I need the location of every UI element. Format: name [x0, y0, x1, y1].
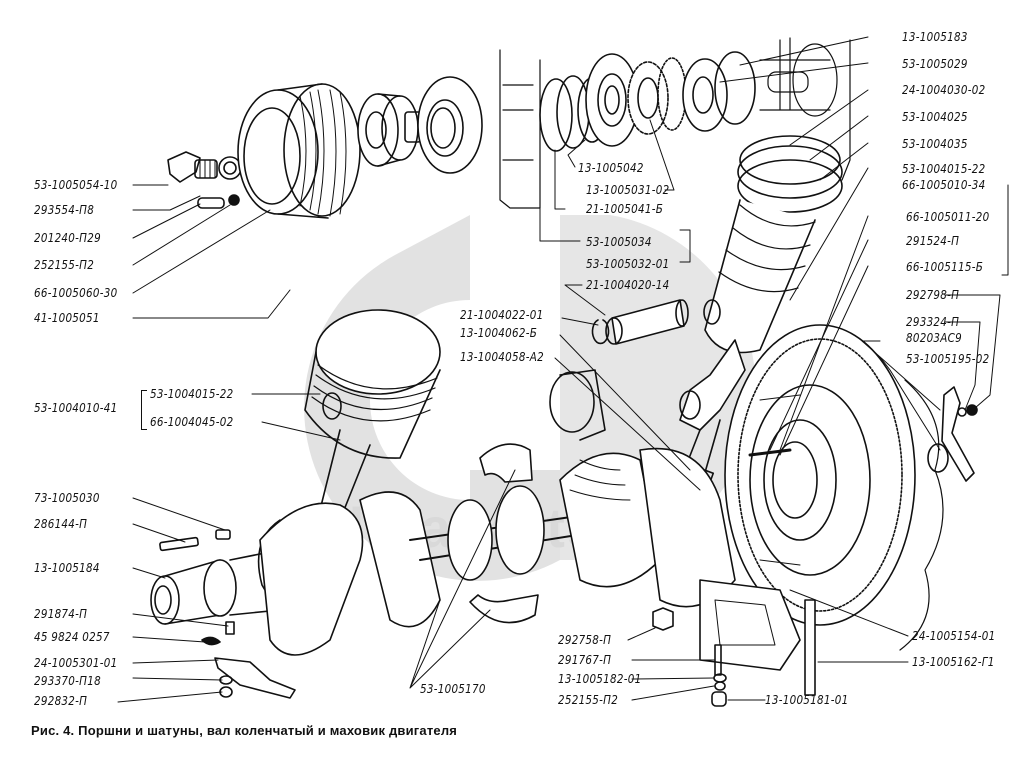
- part-label: 53-1005170: [420, 681, 486, 696]
- part-label: 13-1005184: [34, 560, 100, 575]
- part-label: 66-1005011-20: [906, 209, 990, 224]
- clutch-fork: [927, 386, 978, 482]
- part-label: 45 9824 0257: [34, 629, 110, 644]
- piston-pin: [605, 299, 689, 345]
- piston-left: [304, 309, 441, 459]
- part-label: 13-1004062-Б: [460, 325, 538, 340]
- front-keys: [159, 529, 231, 552]
- front-lock-parts: [201, 621, 296, 699]
- crankshaft: [150, 447, 736, 656]
- oil-pump-gear: [627, 57, 687, 135]
- part-label: 53-1005032-01: [586, 256, 670, 271]
- part-label: 53-1005054-10: [34, 177, 118, 192]
- leader-lines: [117, 36, 1009, 703]
- part-label: 13-1005183: [902, 29, 968, 44]
- part-label: 53-1005034: [586, 234, 652, 249]
- rear-cap-hardware: [652, 607, 727, 707]
- part-label: 292758-П: [558, 632, 612, 647]
- part-label: 21-1004022-01: [460, 307, 544, 322]
- part-label: 291524-П: [906, 233, 960, 248]
- part-label: 53-1005029: [902, 56, 968, 71]
- part-label: 252155-П2: [558, 692, 619, 707]
- part-label: 292832-П: [34, 693, 88, 708]
- crank-gear: [585, 53, 639, 147]
- part-label: 13-1005182-01: [558, 671, 642, 686]
- part-label: 24-1005154-01: [912, 628, 996, 643]
- part-label: 53-1004035: [902, 136, 968, 151]
- pin-circlip: [591, 319, 610, 345]
- part-label: 293554-П8: [34, 202, 95, 217]
- part-label: 80203АС9: [906, 330, 963, 345]
- part-label: 201240-П29: [34, 230, 101, 245]
- part-label: 13-1005042: [578, 160, 644, 175]
- part-label: 293324-П: [906, 314, 960, 329]
- part-label: 73-1005030: [34, 490, 100, 505]
- crank-nut-ratchet: [167, 151, 242, 183]
- timing-cover: [499, 49, 541, 209]
- front-oil-seal: [417, 76, 483, 174]
- part-label: 13-1004058-А2: [460, 349, 544, 364]
- flywheel-bolt: [748, 448, 792, 457]
- part-label: 24-1004030-02: [902, 82, 986, 97]
- oil-deflector: [682, 51, 756, 132]
- part-label: 252155-П2: [34, 257, 95, 272]
- pulley-hub: [357, 93, 422, 167]
- part-label: 286144-П: [34, 516, 88, 531]
- upper-bearing-shell: [479, 443, 533, 483]
- part-label: 291874-П: [34, 606, 88, 621]
- part-label: 66-1005115-Б: [906, 259, 984, 274]
- lower-bearing-shell: [469, 594, 539, 624]
- rear-main-bearing-cap: [699, 579, 816, 696]
- part-label: 21-1004020-14: [586, 277, 670, 292]
- part-label: 53-1004025: [902, 109, 968, 124]
- part-label: 21-1005041-Б: [586, 201, 664, 216]
- part-label: 66-1004045-02: [150, 414, 234, 429]
- part-label: 291767-П: [558, 652, 612, 667]
- piston-rings: [737, 135, 843, 213]
- part-label: 293370-П18: [34, 673, 101, 688]
- assembly-label: 53-1004010-41: [34, 400, 118, 415]
- front-crank-end: [759, 37, 851, 181]
- part-label: 24-1005301-01: [34, 655, 118, 670]
- part-label: 53-1004015-22: [902, 161, 986, 176]
- group-bracket: [141, 390, 147, 430]
- part-label: 41-1005051: [34, 310, 100, 325]
- part-label: 13-1005031-02: [586, 182, 670, 197]
- figure-caption: Рис. 4. Поршни и шатуны, вал коленчатый …: [31, 723, 458, 738]
- piston-right: [703, 199, 816, 354]
- part-label: 13-1005162-Г1: [912, 654, 995, 669]
- part-label: 13-1005181-01: [765, 692, 849, 707]
- part-label: 66-1005010-34: [902, 177, 986, 192]
- bolt-and-washer: [197, 194, 240, 209]
- flywheel: [724, 324, 944, 651]
- part-label: 292798-П: [906, 287, 960, 302]
- part-label: 53-1004015-22: [150, 386, 234, 401]
- rod-bushing: [549, 369, 606, 441]
- part-label: 66-1005060-30: [34, 285, 118, 300]
- crank-pulley: [237, 83, 361, 219]
- watermark-g-shape: [304, 215, 560, 581]
- part-label: 53-1005195-02: [906, 351, 990, 366]
